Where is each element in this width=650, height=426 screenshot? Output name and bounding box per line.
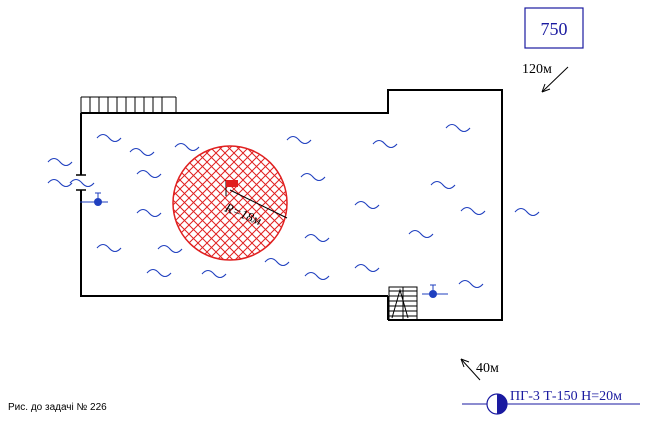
water-wave-icon xyxy=(354,200,380,210)
task-number-box: 750 xyxy=(524,7,584,49)
water-wave-icon xyxy=(304,233,330,243)
compass-distance-bottom: 40м xyxy=(476,361,499,376)
water-wave-icon xyxy=(69,178,95,188)
water-wave-icon xyxy=(157,244,183,254)
hydrant-symbol-icon xyxy=(462,393,640,415)
water-wave-icon xyxy=(129,147,155,157)
left-valve-icon xyxy=(80,192,108,206)
water-wave-icon xyxy=(96,133,122,143)
compass-arrow-top-icon xyxy=(541,66,569,93)
water-wave-icon xyxy=(445,123,471,133)
hydrant-label: ПГ-3 Т-150 Н=20м xyxy=(510,389,622,404)
figure-caption: Рис. до задачі № 226 xyxy=(8,402,107,413)
compass-arrow-bottom-icon xyxy=(460,358,481,381)
water-waves xyxy=(47,123,540,289)
fence-icon xyxy=(80,96,177,113)
water-wave-icon xyxy=(408,229,434,239)
water-wave-icon xyxy=(47,178,73,188)
fire-zone: R=18м xyxy=(172,145,288,261)
compass-distance-top: 120м xyxy=(522,62,552,77)
water-wave-icon xyxy=(47,157,73,167)
water-wave-icon xyxy=(264,257,290,267)
water-wave-icon xyxy=(96,243,122,253)
water-wave-icon xyxy=(146,268,172,278)
left-door-marker xyxy=(76,174,86,191)
water-wave-icon xyxy=(300,172,326,182)
right-valve-icon xyxy=(422,284,448,298)
water-wave-icon xyxy=(286,135,312,145)
water-wave-icon xyxy=(304,271,330,281)
water-wave-icon xyxy=(460,206,486,216)
flag-icon xyxy=(225,180,238,196)
stairs-icon xyxy=(388,286,418,321)
water-wave-icon xyxy=(514,207,540,217)
water-wave-icon xyxy=(136,169,162,179)
building-outline xyxy=(80,89,503,321)
water-wave-icon xyxy=(174,142,200,152)
water-wave-icon xyxy=(136,208,162,218)
task-number-label: 750 xyxy=(541,19,568,39)
water-wave-icon xyxy=(201,269,227,279)
water-wave-icon xyxy=(458,279,484,289)
water-wave-icon xyxy=(372,139,398,149)
water-wave-icon xyxy=(430,180,456,190)
water-wave-icon xyxy=(354,263,380,273)
